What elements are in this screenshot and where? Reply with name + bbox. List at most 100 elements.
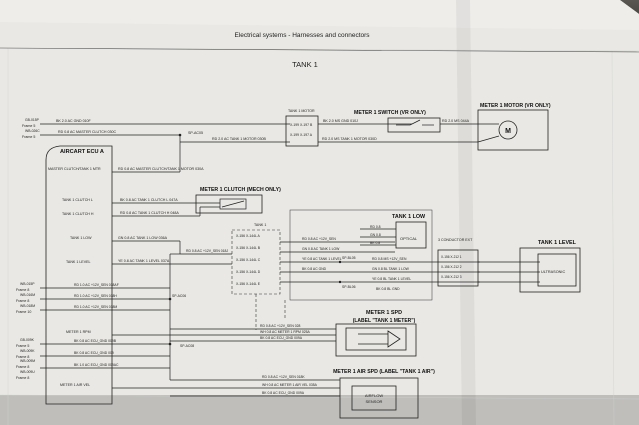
wire-label: WH 0.8 AC METER 1 AIR VEL 035A: [262, 383, 318, 387]
meter-clutch-title: METER 1 CLUTCH (MECH ONLY): [200, 187, 281, 193]
frame-splice: GB-015P: [25, 118, 40, 122]
frame-splice: WB-016M: [20, 293, 35, 297]
splice-label: SP-BL06: [342, 285, 356, 289]
three-conductor-title: 3 CONDUCTOR EXT: [438, 238, 473, 242]
airflow-sensor: SENSOR: [366, 399, 383, 404]
frame-label: Frame 10: [16, 310, 31, 314]
wire-label: BK 0.8 AC ECU_GND 009: [74, 351, 114, 355]
connector-label: X-156 X-212 2: [441, 265, 462, 269]
connector-label: X-156 X-212 1: [441, 255, 462, 259]
ecu-pin-label: TANK 1 CLUTCH L: [62, 198, 93, 202]
wire-label: YE 0.8 AC TANK 1 LEVEL 037A: [118, 259, 170, 263]
wire-label: RD 2.0 AC TANK 1 MOTOR 030B: [212, 137, 267, 141]
splice-label: SP-AC05: [188, 131, 203, 135]
wire-label: WH 0.8 AC METER 1 RPM 025A: [260, 330, 310, 334]
frame-splice: WB-026C: [25, 129, 40, 133]
wire-label: BK 0.8 AC ECU_GND 009A: [260, 336, 303, 340]
frame-label: Frame 5: [16, 344, 29, 348]
clutch-coil-icon: [219, 198, 247, 210]
wire-label: BK 0.8: [370, 241, 380, 245]
wire-label: GN 0.8 AC TANK 1 LOW 036A: [118, 236, 168, 240]
frame-label: Frame 8: [16, 355, 29, 359]
frame-label: Frame 5: [22, 124, 35, 128]
tank-low-title: TANK 1 LOW: [392, 214, 426, 220]
wire-label: RD 0.8 AC +12V_SEN: [302, 237, 336, 241]
splice-label: SP-AC08: [180, 344, 194, 348]
sensor-power-bus: RD 1.0 AC +12V_SEN 018AF RD 1.0 AC +12V_…: [40, 253, 186, 380]
wire-label: BK 2.0 AC GND 010F: [56, 119, 92, 123]
splice-label: SP-AC06: [172, 294, 186, 298]
ecu-pin-label: MASTER CLUTCH/TANK 1 MTR: [48, 167, 101, 171]
ecu-pin-label: METER 1 RPM: [66, 330, 91, 334]
wire-label: BK 0.8 AC ECU_GND 009B: [74, 339, 117, 343]
meter-clutch-block: METER 1 CLUTCH (MECH ONLY) BK 0.8 AC TAN…: [112, 187, 281, 217]
wire-label: BK 2.0 MS GND 010J: [323, 119, 358, 123]
wire-label: YE 0.8 AC TANK 1 LEVEL: [302, 257, 342, 261]
top-row-wiring: BK 2.0 AC GND 010F RD 0.8 AC MASTER CLUT…: [40, 119, 290, 173]
wire-label: RD 0.8 AC +12V_SEN 028: [260, 324, 301, 328]
connector-label: X-199 X-197 A: [290, 133, 313, 137]
motor-icon: [498, 120, 518, 140]
section-title: TANK 1: [292, 60, 318, 69]
wire-label: RD 0.8: [370, 225, 381, 229]
connector-label: X-199 X-197 B: [290, 123, 313, 127]
ecu-block: AIRCART ECU A MASTER CLUTCH/TANK 1 MTR T…: [45, 145, 113, 405]
meter-air-spd-block: METER 1 AIR SPD (LABEL "TANK 1 AIR") AIR…: [112, 369, 435, 419]
splice-label: SP-BL05: [342, 256, 356, 260]
frame-splice: WB-009M: [20, 359, 35, 363]
meter-spd-title: METER 1 SPD: [366, 310, 402, 316]
ecu-pin-label: METER 1 AIR VEL: [60, 383, 90, 387]
wire-label: GN 0.8 BL TANK 1 LOW: [372, 267, 410, 271]
meter-spd-label: (LABEL "TANK 1 METER"): [353, 318, 416, 324]
speed-sensor-icon: [387, 330, 401, 348]
frame-splice: WB-018M: [20, 304, 35, 308]
wire-label: RD 0.8 AC MASTER CLUTCH 030C: [58, 130, 117, 134]
connector-label: X-156 X-144L C: [236, 258, 261, 262]
connector-label: X-156 X-212 3: [441, 275, 462, 279]
meter-motor-block: METER 1 MOTOR (VR ONLY) M: [477, 103, 551, 151]
wire-label: RD 1.0 AC +12V_SEN 018M: [74, 305, 117, 309]
ecu-pin-label: TANK 1 LOW: [70, 236, 92, 240]
wire-label: YE 0.8 BL TANK 1 LEVEL: [372, 277, 411, 281]
tank-level-title: TANK 1 LEVEL: [538, 240, 577, 246]
wire-label: RD 2.0 MS TANK 1 MOTOR 030D: [322, 137, 377, 141]
wire-label: RD 0.8 AC MASTER CLUTCH/TANK 1 MOTOR 030…: [118, 167, 204, 171]
wire-label: BK 0.8 AC ECU_GND 009A: [262, 391, 305, 395]
svg-text:M: M: [505, 128, 511, 135]
tank-motor-title: TANK 1 MOTOR: [288, 109, 315, 113]
wire-label: RD 0.8 AC +12V_SEN 018K: [262, 375, 305, 379]
airflow-sensor: AIRFLOW: [365, 393, 383, 398]
ecu-pin-label: TANK 1 LEVEL: [66, 260, 91, 264]
wire-label: RD 0.8 AC TANK 1 CLUTCH H 048A: [120, 211, 179, 215]
frame-splice: GB-009K: [20, 338, 35, 342]
connector-label: X-156 X-144L D: [236, 270, 261, 274]
frame-label: Frame 8: [16, 376, 29, 380]
meter-switch-block: METER 1 SWITCH (VR ONLY) RD 2.0 MS 044A: [354, 110, 478, 133]
wire-label: BK 0.8 BL GND: [376, 287, 400, 291]
page-header: Electrical systems - Harnesses and conne…: [234, 32, 370, 39]
wire-label: RD 0.8 AC +12V_SEN 018J: [186, 249, 228, 253]
meter-switch-title: METER 1 SWITCH (VR ONLY): [354, 110, 426, 116]
wire-label: RD 2.0 MS 044A: [442, 119, 470, 123]
wire-label: RD 0.8 MS +12V_SEN: [372, 257, 407, 261]
wire-label: GN 0.8 AC TANK 1 LOW: [302, 247, 340, 251]
tank-level-sensor: ULTRASONIC: [541, 270, 565, 274]
frame-label: Frame 5: [22, 135, 35, 139]
wire-label: BK 0.8 AC TANK 1 CLUTCH L 047A: [120, 198, 178, 202]
tank-level-wiring: GN 0.8 AC TANK 1 LOW 036A YE 0.8 AC TANK…: [112, 236, 480, 291]
wire-label: RD 1.0 AC +12V_SEN 018H: [74, 294, 117, 298]
frame-splice: WB-015P: [20, 282, 35, 286]
connector-label: X-156 X-144L A: [236, 234, 261, 238]
tank-motor-connector: TANK 1 MOTOR X-199 X-197 B X-199 X-197 A…: [285, 109, 478, 147]
wire-label: BK 1.0 AC ECU_GND 009AC: [74, 363, 119, 367]
connector-label: X-156 X-144L B: [236, 246, 261, 250]
meter-air-spd-title: METER 1 AIR SPD (LABEL "TANK 1 AIR"): [333, 369, 435, 375]
ecu-pin-label: TANK 1 CLUTCH H: [62, 212, 94, 216]
wire-label: RD 1.0 AC +12V_SEN 018AF: [74, 283, 119, 287]
connector-label: X-156 X-144L E: [236, 282, 261, 286]
frame-label: Frame 8: [16, 365, 29, 369]
frame-label: Frame 8: [16, 288, 29, 292]
